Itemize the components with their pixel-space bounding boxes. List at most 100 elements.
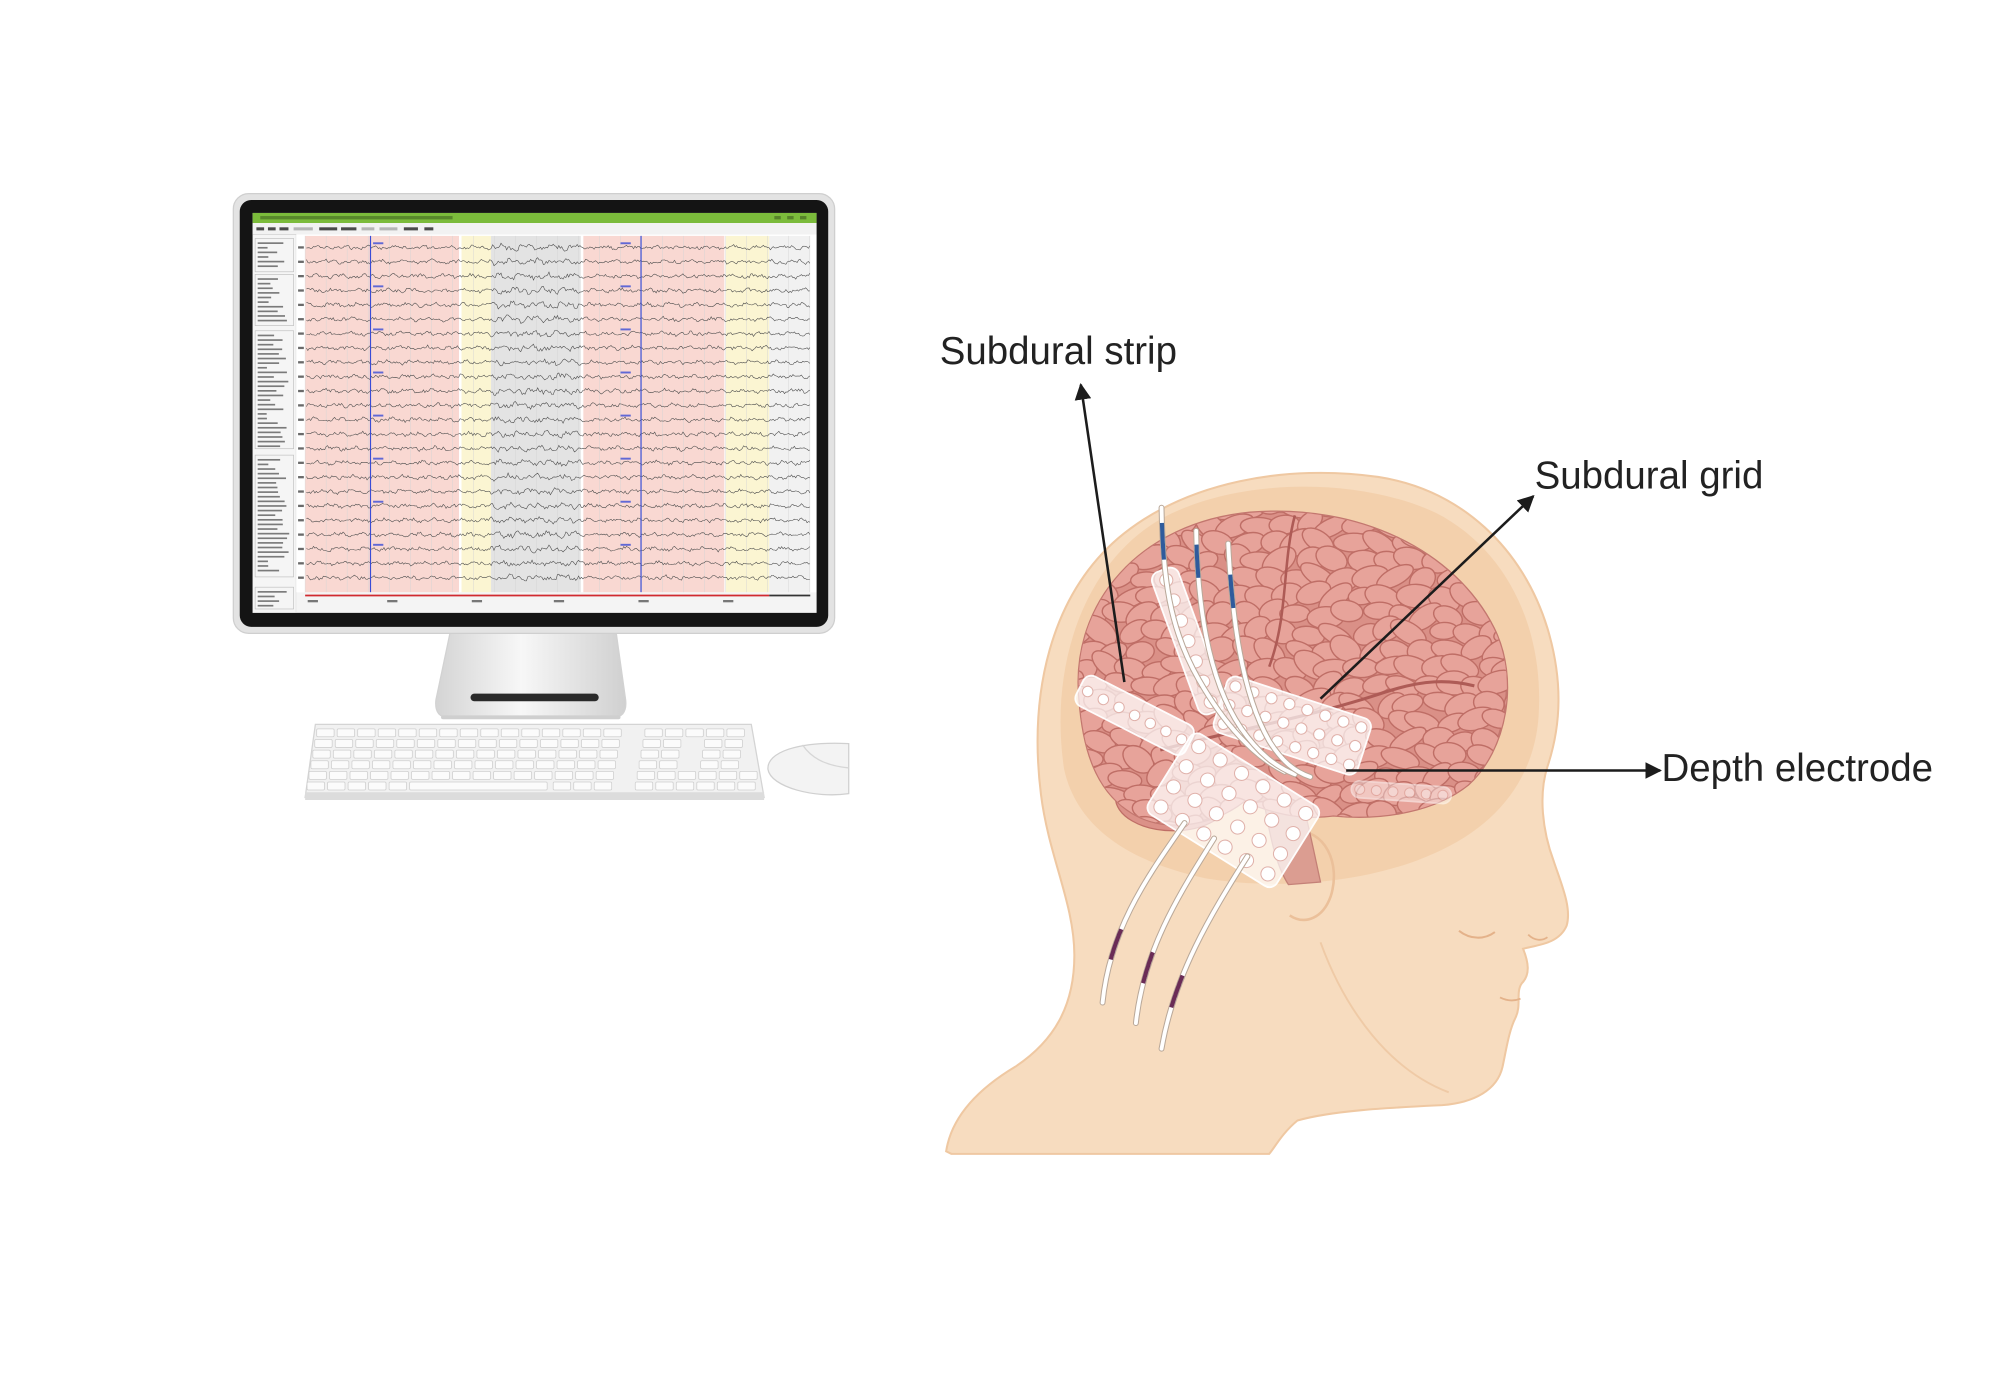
control-panel-text (257, 495, 280, 498)
electrode-contact (1144, 717, 1157, 730)
electrode-contact (1230, 819, 1246, 835)
electrode-contact (1355, 721, 1368, 734)
brain-gyrus (1477, 669, 1507, 695)
eeg-time-tick-label (638, 600, 649, 603)
keyboard-key (500, 728, 520, 738)
eeg-channel-label (298, 432, 304, 436)
eeg-channel-label (298, 447, 304, 450)
electrode-wire (1100, 821, 1187, 1005)
keyboard-key (476, 749, 495, 759)
control-panel-text (257, 399, 271, 401)
control-panel-text (257, 569, 280, 572)
central-sulcus (1268, 515, 1297, 668)
electrode-contact (1229, 680, 1242, 693)
control-panel-text (257, 256, 269, 258)
eye (1458, 929, 1496, 939)
eeg-channel-label (298, 361, 304, 364)
keyboard-key (665, 728, 684, 738)
electrode-contact (1301, 703, 1314, 717)
control-panel-text (257, 296, 272, 299)
control-panel-text (257, 422, 278, 424)
keyboard-key (519, 739, 538, 748)
keyboard-key (349, 771, 368, 780)
keyboard-key (675, 781, 695, 791)
keyboard-key (540, 739, 559, 748)
electrode-contact (1260, 866, 1276, 882)
eeg-channel-label (298, 504, 304, 508)
brain-gyrus (1078, 534, 1088, 558)
mouse-button-line (802, 744, 849, 769)
electrode-contact (1221, 785, 1237, 802)
electrode-contact (1313, 728, 1326, 741)
control-panel-text (257, 305, 284, 308)
control-panel-text (257, 366, 267, 369)
control-panel-text (257, 431, 281, 434)
eeg-trace (306, 501, 810, 511)
eeg-annotation (620, 543, 631, 546)
keyboard-key (308, 771, 327, 780)
electrode-contact (1234, 765, 1250, 781)
electrode-contact (1325, 752, 1338, 766)
eeg-highlight-band (305, 235, 459, 593)
keyboard-key (538, 749, 557, 759)
electrode-contact (1354, 783, 1366, 795)
electrode-contact (1160, 725, 1172, 738)
keyboard-key (398, 728, 417, 738)
keyboard-key (396, 739, 415, 748)
keyboard-key (474, 760, 493, 770)
keyboard-key (558, 749, 577, 759)
keyboard-key (593, 781, 613, 791)
control-panel-text (257, 542, 284, 544)
control-panel-text (257, 486, 278, 489)
eeg-channel-label (298, 418, 304, 421)
control-panel-text (257, 463, 269, 466)
mouth (1499, 996, 1521, 1002)
electrode-contact (1255, 779, 1271, 795)
mouse (767, 742, 850, 796)
keyboard-key (722, 749, 741, 759)
electrode-contact (1242, 799, 1258, 815)
keyboard-key (513, 771, 532, 780)
control-panel-text (257, 477, 287, 480)
eeg-trace (306, 372, 811, 381)
keyboard-key (601, 739, 620, 748)
keyboard-key (720, 760, 739, 770)
control-panel-text (257, 560, 268, 563)
brain-gyrus (1503, 691, 1507, 718)
electrode-contact (1191, 739, 1207, 755)
keyboard-key (661, 749, 680, 759)
electrode-wire (1133, 836, 1217, 1026)
eeg-highlight-band (725, 235, 770, 593)
eeg-channel-label (298, 562, 304, 565)
control-panel-text (257, 408, 284, 411)
control-panel-text (257, 265, 278, 268)
keyboard-key (739, 771, 758, 780)
eeg-channel-label (298, 318, 304, 321)
keyboard-key (316, 728, 335, 738)
eeg-trace (306, 271, 811, 281)
control-panel-text (257, 353, 279, 355)
menu-item (293, 227, 313, 231)
subdural-strip-arrow (1074, 382, 1126, 683)
keyboard-key (459, 728, 479, 738)
control-panel-text (257, 491, 279, 493)
keyboard-key (700, 760, 719, 770)
electrode-contact (1285, 826, 1301, 842)
electrode-contact (1128, 709, 1141, 722)
eeg-channel-label (298, 275, 304, 278)
wire-contact-band (1169, 974, 1185, 1009)
control-panel-text (257, 334, 275, 337)
title-bar-text (260, 216, 453, 220)
keyboard-key (582, 728, 602, 738)
control-panel-text (257, 348, 283, 351)
keyboard-key (536, 760, 555, 770)
menu-bar (252, 223, 817, 235)
control-panel-text (257, 413, 267, 415)
eeg-annotation (620, 500, 631, 503)
menu-item (267, 227, 276, 231)
menu-item (279, 227, 289, 231)
keyboard-key (573, 781, 592, 791)
eeg-trace (306, 401, 811, 410)
control-panel-text (257, 518, 283, 521)
electrode-contact (1349, 739, 1362, 753)
